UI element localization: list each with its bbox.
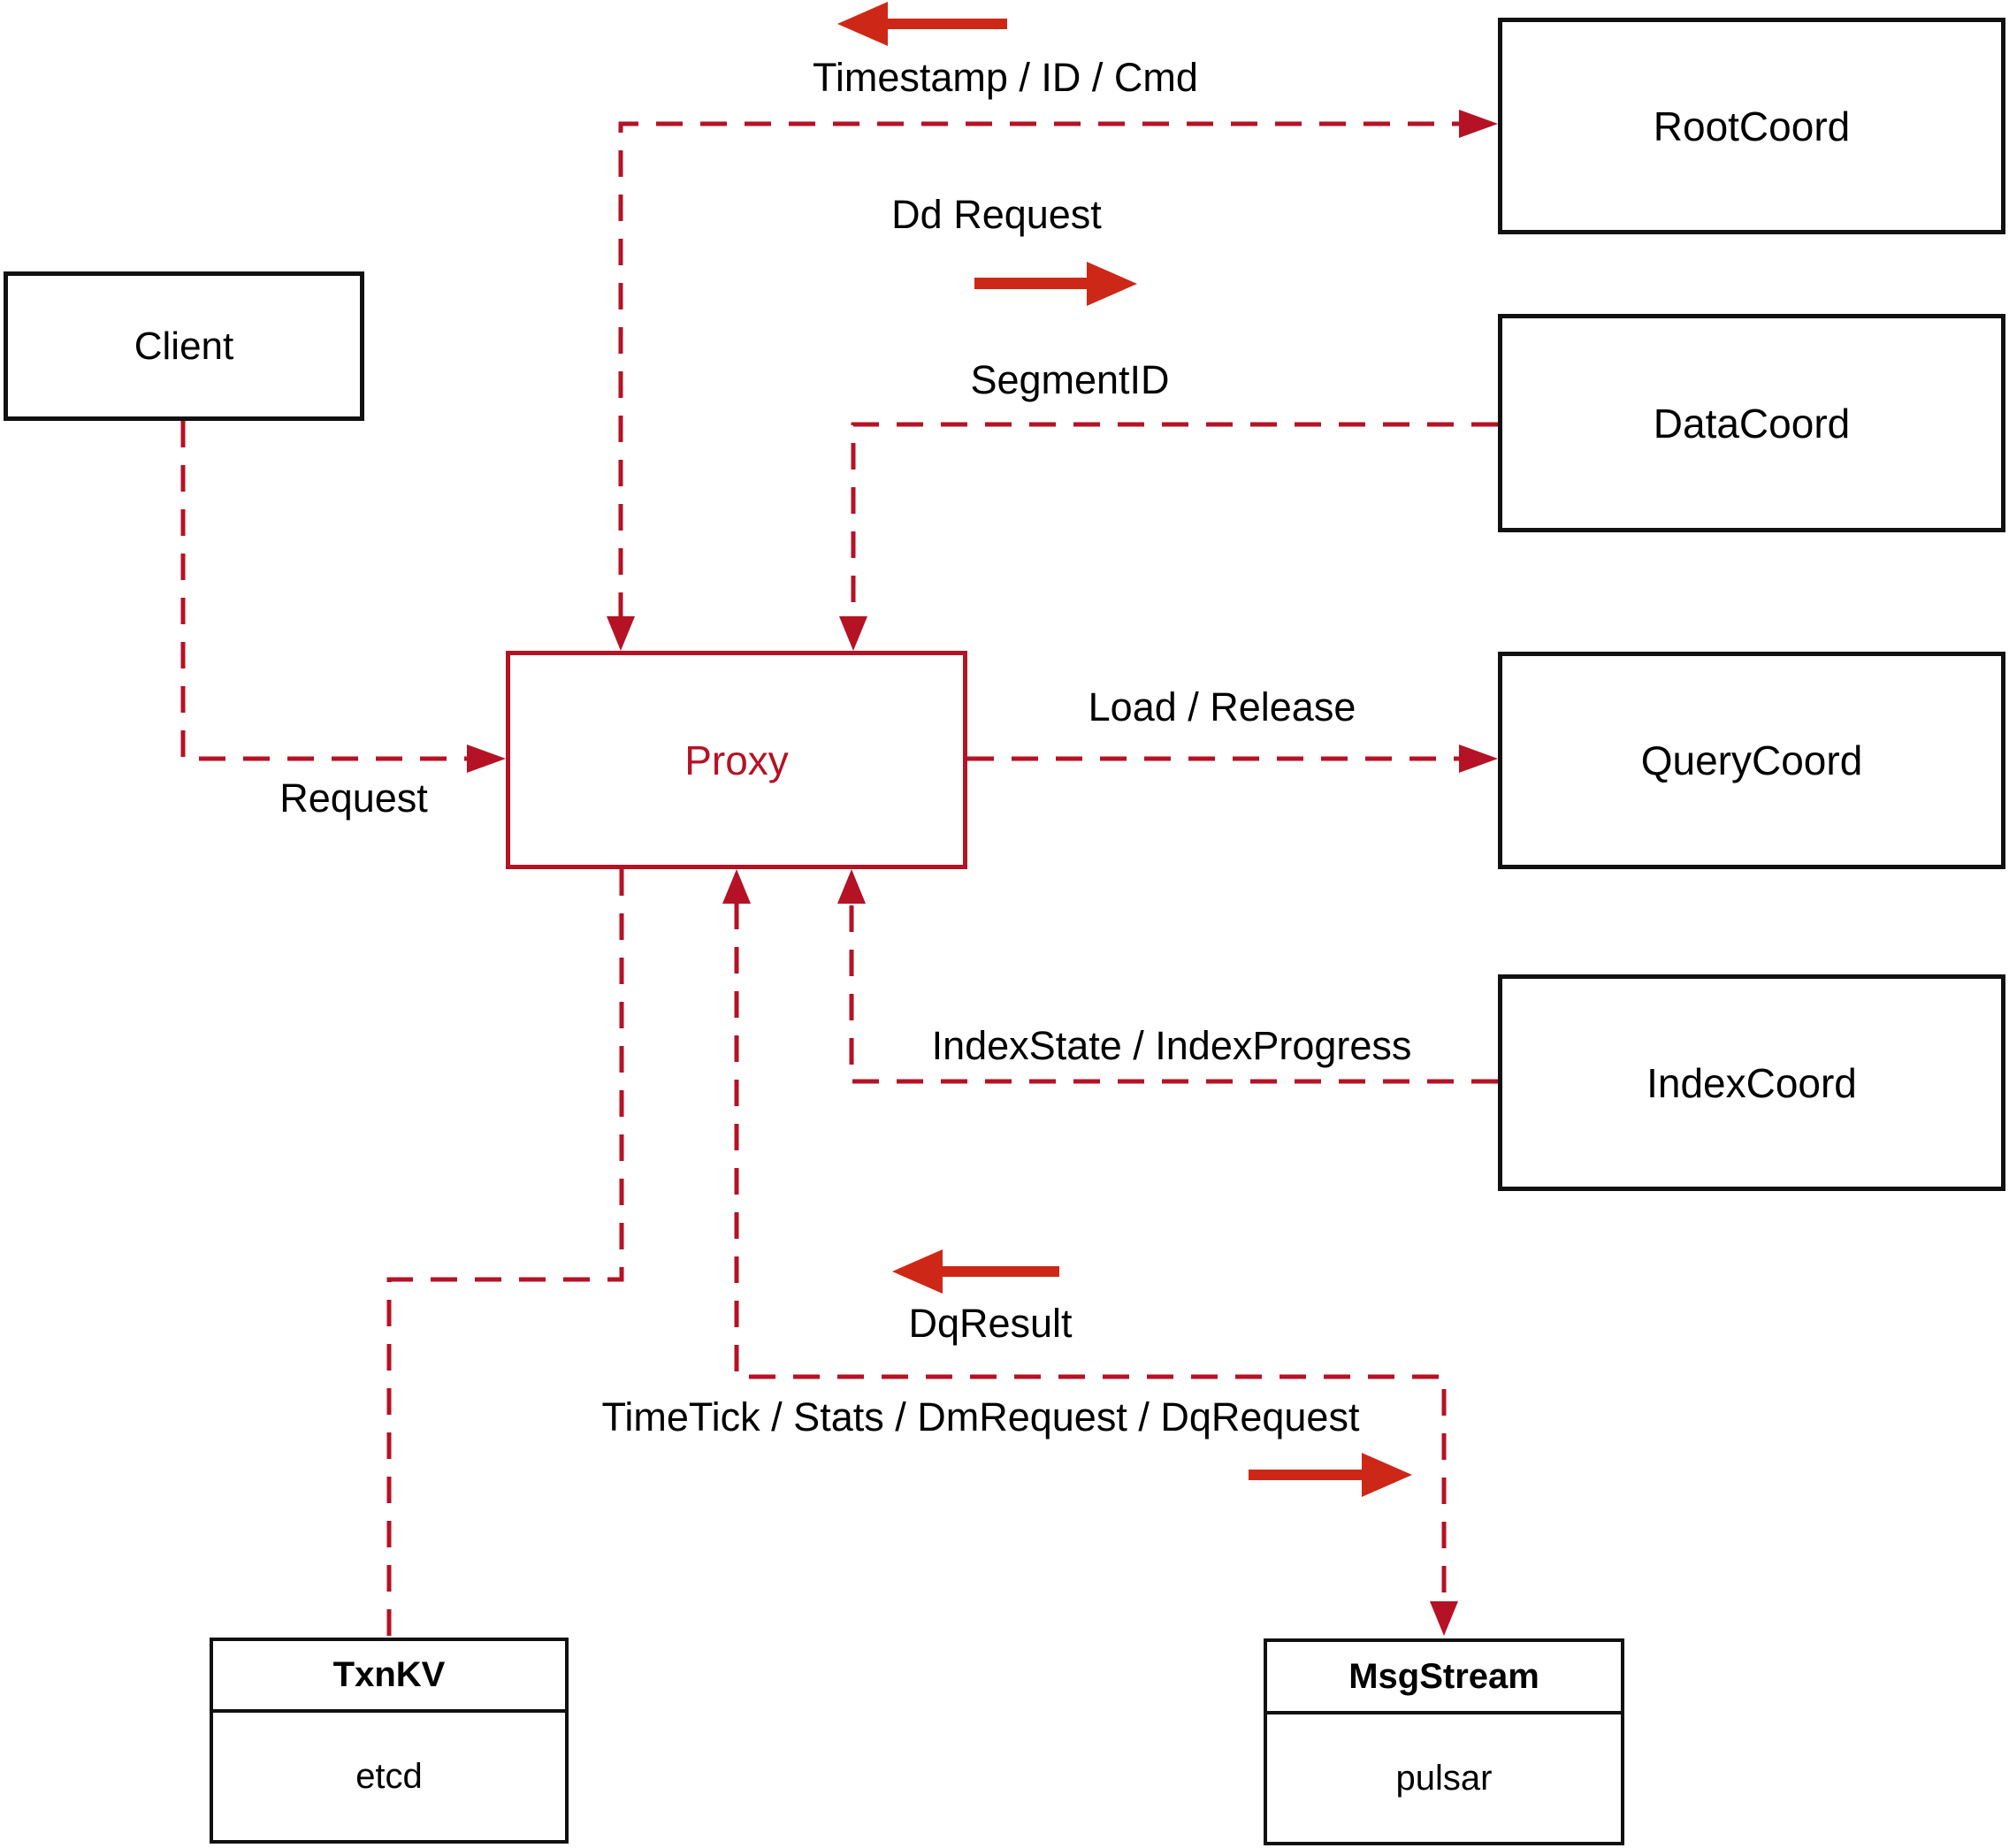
arrowhead-into-proxy-bottom-right [837, 869, 866, 904]
arrowhead-into-proxy-bottom-left [722, 869, 751, 904]
direction-arrow-right-dd-request [974, 262, 1137, 306]
node-querycoord: QueryCoord [1498, 652, 2005, 869]
arrowhead-into-proxy-top-right [839, 616, 867, 651]
node-indexcoord: IndexCoord [1498, 974, 2005, 1191]
arrowhead-into-msgstream [1430, 1601, 1458, 1636]
arrowhead-into-proxy-top-left [607, 616, 635, 651]
node-msgstream-impl: pulsar [1395, 1758, 1493, 1798]
node-txnkv: TxnKV etcd [210, 1638, 569, 1844]
edge-datacoord-proxy [851, 422, 1498, 617]
arrowhead-into-rootcoord [1459, 110, 1498, 138]
edge-proxy-rootcoord [618, 121, 1459, 619]
edge-proxy-txnkv [386, 869, 624, 1638]
arrowhead-into-querycoord [1459, 745, 1498, 773]
node-rootcoord-label: RootCoord [1653, 103, 1851, 149]
edge-label-time-tick: TimeTick / Stats / DmRequest / DqRequest [601, 1394, 1360, 1439]
node-client: Client [4, 271, 364, 421]
node-querycoord-label: QueryCoord [1640, 737, 1863, 783]
edge-label-load-release: Load / Release [1088, 684, 1356, 729]
arrowhead-into-proxy-left [467, 745, 506, 773]
edge-label-dd-request: Dd Request [891, 192, 1102, 237]
node-datacoord-label: DataCoord [1653, 400, 1851, 447]
edge-label-request: Request [279, 775, 428, 821]
node-indexcoord-label: IndexCoord [1646, 1059, 1857, 1106]
edge-proxy-msgstream [734, 903, 1447, 1599]
direction-arrow-left-dq-result [892, 1249, 1059, 1294]
edge-label-segment-id: SegmentID [970, 357, 1170, 402]
node-datacoord: DataCoord [1498, 314, 2005, 532]
direction-arrow-left-timestamp [837, 2, 1007, 46]
node-txnkv-impl: etcd [355, 1756, 423, 1796]
node-txnkv-title: TxnKV [213, 1641, 565, 1713]
node-proxy: Proxy [506, 651, 967, 869]
edge-label-index-state: IndexState / IndexProgress [931, 1023, 1412, 1068]
node-rootcoord: RootCoord [1498, 18, 2005, 234]
node-client-label: Client [134, 324, 234, 368]
edge-label-timestamp-id-cmd: Timestamp / ID / Cmd [813, 55, 1198, 100]
edge-client-proxy [180, 421, 467, 761]
edge-label-dq-result: DqResult [908, 1301, 1073, 1346]
node-msgstream-title: MsgStream [1267, 1642, 1621, 1714]
node-proxy-label: Proxy [684, 737, 789, 783]
edge-indexcoord-proxy [849, 903, 1498, 1084]
node-msgstream: MsgStream pulsar [1264, 1638, 1624, 1845]
direction-arrow-right-time-tick [1249, 1453, 1412, 1497]
